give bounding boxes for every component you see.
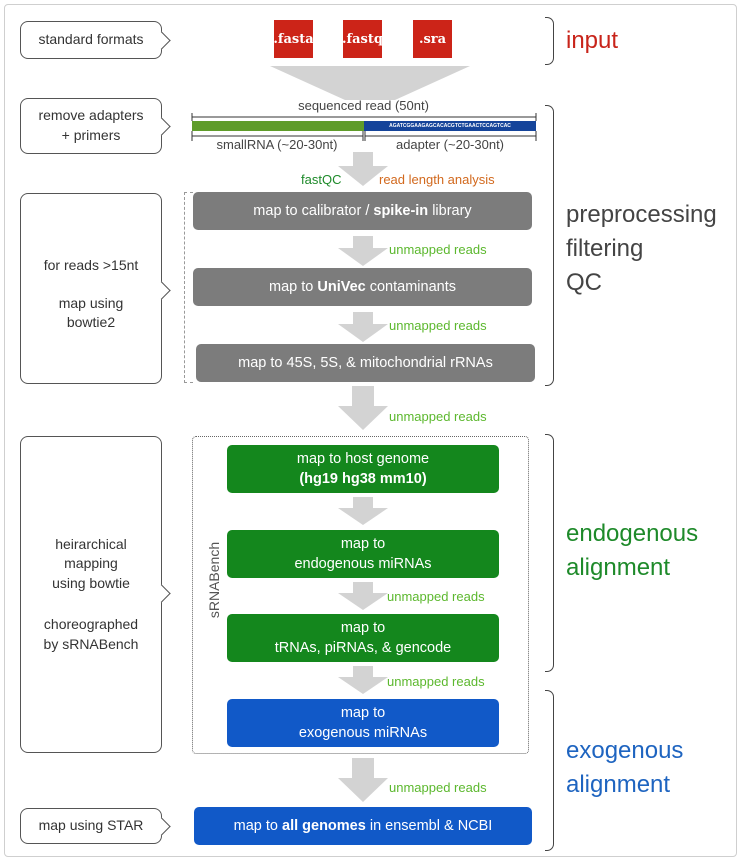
note-standard-formats: standard formats bbox=[20, 21, 171, 59]
step-text: map to host genome bbox=[296, 450, 430, 467]
note-line: + primers bbox=[61, 127, 121, 143]
read-span-line bbox=[191, 113, 537, 121]
input-funnel-arrow bbox=[270, 66, 470, 100]
text-part: in ensembl & NCBI bbox=[365, 817, 493, 834]
unmapped-label: unmapped reads bbox=[387, 674, 485, 689]
preprocessing-group-bracket bbox=[184, 192, 193, 383]
step-all-genomes: map to all genomes in ensembl & NCBI bbox=[194, 807, 532, 845]
endogenous-brace bbox=[545, 434, 554, 672]
text-part: library bbox=[428, 202, 472, 219]
fasta-badge: .fasta bbox=[273, 20, 314, 58]
sra-badge: .sra bbox=[413, 20, 452, 58]
read-title: sequenced read (50nt) bbox=[298, 98, 429, 113]
section-endogenous: endogenous alignment bbox=[566, 517, 698, 585]
note-line: map using bbox=[58, 294, 124, 311]
note-line: heirarchical bbox=[55, 535, 127, 552]
section-preprocessing: preprocessing filtering QC bbox=[566, 198, 717, 300]
text-part: map to bbox=[233, 817, 282, 834]
section-line: alignment bbox=[566, 771, 671, 798]
small-rna-segment bbox=[192, 121, 364, 131]
unmapped-label: unmapped reads bbox=[389, 409, 487, 424]
down-arrow-icon bbox=[338, 236, 388, 266]
text-bold: all genomes bbox=[282, 817, 366, 834]
note-line: for reads >15nt bbox=[43, 257, 139, 273]
note-line: remove adapters bbox=[38, 107, 144, 124]
note-text: standard formats bbox=[38, 31, 144, 48]
unmapped-label: unmapped reads bbox=[389, 242, 487, 257]
text-part: contaminants bbox=[365, 278, 456, 295]
down-arrow-icon bbox=[338, 497, 388, 525]
down-arrow-icon bbox=[338, 152, 388, 186]
note-bowtie2: for reads >15nt map using bowtie2 bbox=[20, 193, 171, 384]
fastq-badge: .fastq bbox=[342, 20, 383, 58]
down-arrow-icon bbox=[338, 386, 388, 430]
exogenous-brace bbox=[545, 690, 554, 851]
unmapped-label: unmapped reads bbox=[387, 589, 485, 604]
small-rna-label: smallRNA (~20-30nt) bbox=[216, 137, 338, 152]
step-all-text: map to all genomes in ensembl & NCBI bbox=[234, 816, 493, 836]
step-text: exogenous miRNAs bbox=[298, 725, 428, 741]
note-line: using bowtie bbox=[52, 574, 130, 591]
text-bold: UniVec bbox=[317, 278, 366, 295]
note-text: map using STAR bbox=[38, 817, 144, 834]
fastqc-label: fastQC bbox=[301, 172, 342, 187]
note-hierarchical: heirarchical mapping using bowtie choreo… bbox=[20, 436, 171, 753]
note-line: choreographed bbox=[43, 616, 139, 633]
step-endogenous-mirnas: map to endogenous miRNAs bbox=[227, 530, 499, 578]
step-text: tRNAs, piRNAs, & gencode bbox=[274, 640, 452, 656]
step-text: map to bbox=[340, 619, 386, 636]
step-trnas: map to tRNAs, piRNAs, & gencode bbox=[227, 614, 499, 662]
section-line: endogenous bbox=[566, 520, 699, 547]
srnabench-container bbox=[192, 436, 529, 754]
down-arrow-icon bbox=[338, 582, 388, 610]
section-exogenous: exogenous alignment bbox=[566, 734, 683, 802]
step-rrna: map to 45S, 5S, & mitochondrial rRNAs bbox=[196, 344, 535, 382]
note-line: mapping bbox=[64, 555, 118, 572]
adapter-segment: AGATCGGAAGAGCACACGTCTGAACTCCAGTCAC bbox=[364, 121, 536, 131]
note-line: bowtie2 bbox=[66, 314, 116, 331]
text-part: map to bbox=[269, 278, 318, 295]
down-arrow-icon bbox=[338, 312, 388, 342]
step-text: endogenous miRNAs bbox=[294, 556, 432, 572]
unmapped-label: unmapped reads bbox=[389, 318, 487, 333]
note-line: by sRNABench bbox=[43, 635, 139, 652]
note-map-star: map using STAR bbox=[20, 808, 171, 844]
step-univec: map to UniVec contaminants bbox=[193, 268, 532, 306]
step-text: map to bbox=[340, 704, 386, 721]
section-line: exogenous bbox=[566, 737, 684, 764]
step-text: map to bbox=[340, 535, 386, 552]
preprocessing-brace bbox=[545, 105, 554, 386]
down-arrow-icon bbox=[338, 758, 388, 802]
step-text-bold: (hg19 hg38 mm10) bbox=[299, 471, 427, 487]
section-line: filtering bbox=[566, 235, 644, 262]
step-rrna-text: map to 45S, 5S, & mitochondrial rRNAs bbox=[238, 354, 493, 371]
step-exogenous-mirnas: map to exogenous miRNAs bbox=[227, 699, 499, 747]
srnabench-label: sRNABench bbox=[206, 541, 222, 619]
adapter-label: adapter (~20-30nt) bbox=[395, 137, 505, 152]
step-host-genome: map to host genome (hg19 hg38 mm10) bbox=[227, 445, 499, 493]
step-univec-text: map to UniVec contaminants bbox=[269, 277, 456, 297]
section-line: preprocessing bbox=[566, 201, 717, 228]
read-length-label: read length analysis bbox=[379, 172, 495, 187]
unmapped-label: unmapped reads bbox=[389, 780, 487, 795]
text-part: map to calibrator / bbox=[253, 202, 374, 219]
segment-span-lines bbox=[191, 131, 537, 141]
note-remove-adapters: remove adapters + primers bbox=[20, 98, 171, 154]
section-line: QC bbox=[566, 269, 602, 296]
down-arrow-icon bbox=[338, 666, 388, 694]
text-bold: spike-in bbox=[373, 202, 429, 219]
step-calibrator-text: map to calibrator / spike-in library bbox=[253, 201, 471, 221]
input-brace bbox=[545, 17, 554, 65]
section-line: alignment bbox=[566, 554, 671, 581]
step-calibrator: map to calibrator / spike-in library bbox=[193, 192, 532, 230]
section-input: input bbox=[566, 27, 619, 54]
